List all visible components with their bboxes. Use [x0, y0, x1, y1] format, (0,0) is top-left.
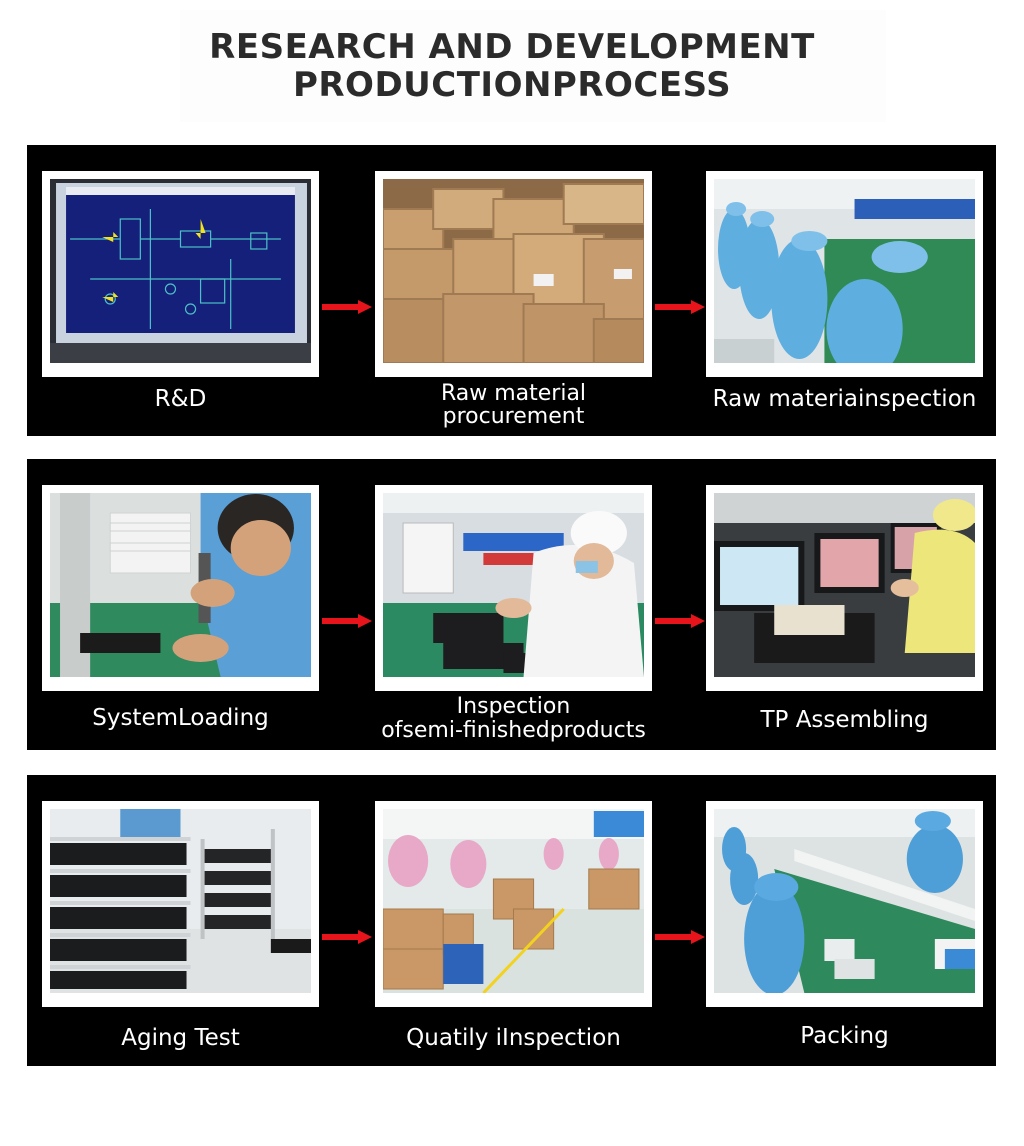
- step-semi-finished-photo: [375, 485, 652, 691]
- step-rnd-photo: [42, 171, 319, 377]
- touch-panel-testing-photo: [714, 493, 975, 677]
- page-title-line-2: PRODUCTIONPROCESS: [292, 65, 732, 105]
- warehouse-inspection-photo: [383, 809, 644, 993]
- step-procurement-photo: [375, 171, 652, 377]
- aging-rack-photo: [50, 809, 311, 993]
- step-procurement-caption: Raw material procurement: [375, 382, 652, 428]
- arrow-right-icon: [322, 614, 372, 628]
- step-aging-test-caption: Aging Test: [121, 1025, 240, 1051]
- step-semi-finished-caption-line-2: ofsemi-finishedproducts: [381, 718, 646, 743]
- worker-white-suit-photo: [383, 493, 644, 677]
- arrow-right-icon: [322, 930, 372, 944]
- page-title: RESEARCH AND DEVELOPMENT PRODUCTIONPROCE…: [0, 28, 1024, 104]
- process-row-2: SystemLoading Inspection ofsemi-finish: [27, 459, 996, 750]
- step-packing-caption: Packing: [800, 1023, 889, 1049]
- arrow-right-icon: [655, 614, 705, 628]
- step-system-loading-caption: SystemLoading: [92, 705, 269, 731]
- step-semi-finished-caption-line-1: Inspection: [456, 694, 571, 719]
- step-procurement-caption-line-2: procurement: [442, 404, 585, 429]
- arrow-right-icon: [655, 300, 705, 314]
- packing-line-photo: [714, 809, 975, 993]
- step-aging-test-photo: [42, 801, 319, 1007]
- step-raw-inspection-photo: [706, 171, 983, 377]
- step-semi-finished-caption: Inspection ofsemi-finishedproducts: [355, 695, 672, 743]
- step-system-loading-photo: [42, 485, 319, 691]
- step-packing-photo: [706, 801, 983, 1007]
- process-row-3: Aging Test: [27, 775, 996, 1066]
- step-rnd-caption: R&D: [154, 386, 207, 412]
- step-tp-assembling-photo: [706, 485, 983, 691]
- arrow-right-icon: [655, 930, 705, 944]
- page-title-line-1: RESEARCH AND DEVELOPMENT: [209, 27, 815, 67]
- pcb-design-monitor-photo: [50, 179, 311, 363]
- step-quality-inspection-photo: [375, 801, 652, 1007]
- step-tp-assembling-caption: TP Assembling: [760, 707, 929, 733]
- process-row-1: R&D: [27, 145, 996, 436]
- step-procurement-caption-line-1: Raw material: [440, 381, 587, 406]
- step-quality-inspection-caption: Quatily iInspection: [406, 1025, 621, 1051]
- arrow-right-icon: [322, 300, 372, 314]
- worker-screwdriver-photo: [50, 493, 311, 677]
- cardboard-boxes-photo: [383, 179, 644, 363]
- step-raw-inspection-caption: Raw materiainspection: [712, 386, 977, 412]
- workers-inspection-line-photo: [714, 179, 975, 363]
- title-band: [180, 10, 886, 122]
